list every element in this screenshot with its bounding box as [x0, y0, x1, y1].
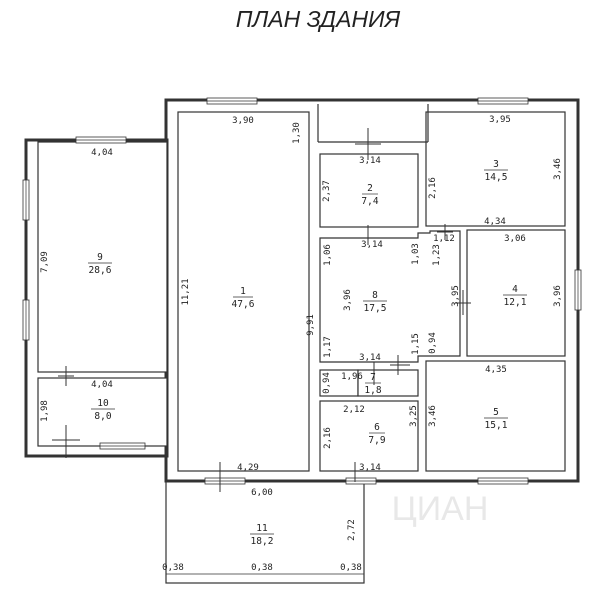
door-marks	[52, 128, 471, 492]
dim-room8-top: 3,14	[361, 240, 383, 250]
dim-room10-top: 4,04	[91, 380, 113, 390]
dim-room2-side: 2,37	[322, 180, 332, 202]
room-8-area: 17,5	[364, 303, 387, 314]
dim-room1-side: 11,21	[181, 278, 191, 305]
room-4-number: 4	[512, 284, 518, 295]
dim-room3-right: 3,46	[553, 158, 563, 180]
dim-123: 1,23	[432, 244, 442, 266]
room-1-number: 1	[240, 286, 246, 297]
dim-room7-196: 1,96	[341, 372, 363, 382]
room-11-number: 11	[256, 523, 268, 534]
room-7-area: 1,8	[364, 385, 381, 396]
dim-room4-top: 3,06	[504, 234, 526, 244]
dim-130: 1,30	[292, 122, 302, 144]
dim-room5-top: 4,35	[485, 365, 507, 375]
dim-room8-103: 1,03	[411, 243, 421, 265]
dim-room2-top: 3,14	[359, 156, 381, 166]
dim-room3-bottom: 4,34	[484, 217, 506, 227]
room-5-area: 15,1	[485, 420, 508, 431]
dim-room11-side: 2,72	[347, 519, 357, 541]
dim-room6-side: 2,16	[323, 427, 333, 449]
dim-room3-top: 3,95	[489, 115, 511, 125]
room-10-area: 8,0	[94, 411, 111, 422]
dim-room7-094: 0,94	[322, 372, 332, 394]
dim-room8-bottom: 3,14	[359, 353, 381, 363]
dim-094a: 0,94	[428, 332, 438, 354]
dim-room10-side: 1,98	[40, 400, 50, 422]
room-2-area: 7,4	[361, 196, 378, 207]
dim-room5-left: 3,46	[428, 405, 438, 427]
dim-room9-side: 7,09	[40, 251, 50, 273]
plan-title: ПЛАН ЗДАНИЯ	[236, 6, 401, 32]
watermark: ЦИАН	[392, 490, 489, 528]
dim-room11-038b: 0,38	[251, 563, 273, 573]
dimension-labels: 3,90 11,21 4,29 1,30 9,91 3,14 2,37 3,95…	[40, 115, 563, 575]
dim-room6-bottom: 3,14	[359, 463, 381, 473]
dim-room6-top: 2,12	[343, 405, 365, 415]
room-3-number: 3	[493, 159, 499, 170]
dim-room11-top: 6,00	[251, 488, 273, 498]
room-6-area: 7,9	[368, 435, 385, 446]
room-3-area: 14,5	[485, 172, 508, 183]
room-2-number: 2	[367, 183, 373, 194]
dim-room6-right: 3,25	[409, 405, 419, 427]
room-7-number: 7	[370, 372, 376, 383]
dim-room9-top: 4,04	[91, 148, 113, 158]
room-10-number: 10	[97, 398, 109, 409]
dim-room4-left: 3,95	[451, 285, 461, 307]
dim-115: 1,15	[411, 333, 421, 355]
interior-walls	[37, 104, 566, 584]
dim-room8-side: 3,96	[343, 289, 353, 311]
windows	[22, 97, 582, 485]
room-9-area: 28,6	[89, 265, 112, 276]
dim-room4-right: 3,96	[553, 285, 563, 307]
dim-room1-bottom: 4,29	[237, 463, 259, 473]
room-11-area: 18,2	[251, 536, 274, 547]
room-1-area: 47,6	[232, 299, 255, 310]
room-9-number: 9	[97, 252, 103, 263]
room-6-number: 6	[374, 422, 380, 433]
dim-room1-top: 3,90	[232, 116, 254, 126]
room-4-area: 12,1	[504, 297, 527, 308]
dim-room11-038c: 0,38	[340, 563, 362, 573]
dim-room3-left: 2,16	[428, 177, 438, 199]
room-8-number: 8	[372, 290, 378, 301]
room-5-number: 5	[493, 407, 499, 418]
dim-room8-106: 1,06	[323, 244, 333, 266]
dim-991: 9,91	[306, 314, 316, 336]
room-labels: 1 47,6 2 7,4 3 14,5 4 12,1 5 15,1 6 7,9 …	[88, 159, 527, 547]
dim-room8-117: 1,17	[323, 336, 333, 358]
dim-112: 1,12	[433, 234, 455, 244]
dim-room11-038a: 0,38	[162, 563, 184, 573]
